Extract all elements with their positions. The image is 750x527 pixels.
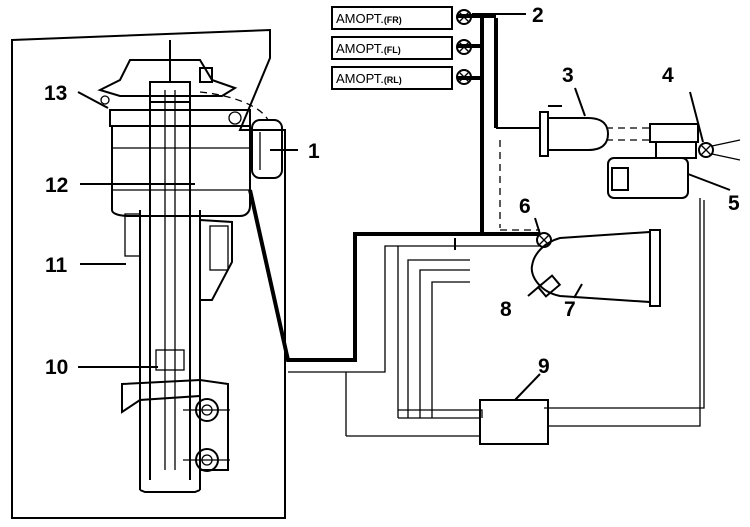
- air-chamber: [111, 119, 283, 217]
- callout-12: 12: [45, 174, 68, 197]
- callout-3: 3: [562, 64, 574, 87]
- knuckle-mount: [121, 378, 230, 472]
- control-unit: [479, 373, 549, 445]
- compressor-assembly: [607, 91, 741, 199]
- shock-label-rl: АМОРТ.(RL): [331, 66, 472, 90]
- callout-numbers: 1 2 3 4 5 6 7 8 9 10 11 12 13: [44, 4, 740, 379]
- exhaust-valve-icon: [698, 142, 714, 158]
- callout-7: 7: [564, 298, 576, 321]
- shock-label-fl: АМОРТ.(FL): [331, 36, 472, 60]
- callout-13: 13: [44, 82, 67, 105]
- svg-text:АМОРТ.(FR): АМОРТ.(FR): [336, 11, 402, 26]
- reserve-tank: [527, 217, 661, 307]
- callout-9: 9: [538, 355, 550, 378]
- shock-absorber-labels: АМОРТ.(FR) АМОРТ.(FL) АМОРТ.(RL): [331, 6, 526, 90]
- top-mount: [97, 40, 269, 127]
- callout-1: 1: [308, 140, 320, 163]
- valve-fr-icon: [456, 9, 472, 25]
- callout-2: 2: [532, 4, 544, 27]
- callout-4: 4: [662, 64, 674, 87]
- tank-valve-icon: [536, 232, 552, 248]
- callout-10: 10: [45, 356, 68, 379]
- svg-text:АМОРТ.(RL): АМОРТ.(RL): [336, 71, 402, 86]
- air-line-network: [248, 14, 705, 437]
- air-dryer: [539, 87, 610, 157]
- valve-rl-icon: [456, 69, 472, 85]
- valve-fl-icon: [456, 39, 472, 55]
- callout-5: 5: [728, 192, 740, 215]
- callout-11: 11: [45, 254, 68, 277]
- shock-tube: [124, 90, 233, 493]
- callout-6: 6: [519, 195, 531, 218]
- shock-label-fr: АМОРТ.(FR): [331, 6, 472, 30]
- strut-panel: [11, 28, 298, 519]
- callout-8: 8: [500, 298, 512, 321]
- svg-text:АМОРТ.(FL): АМОРТ.(FL): [336, 41, 401, 56]
